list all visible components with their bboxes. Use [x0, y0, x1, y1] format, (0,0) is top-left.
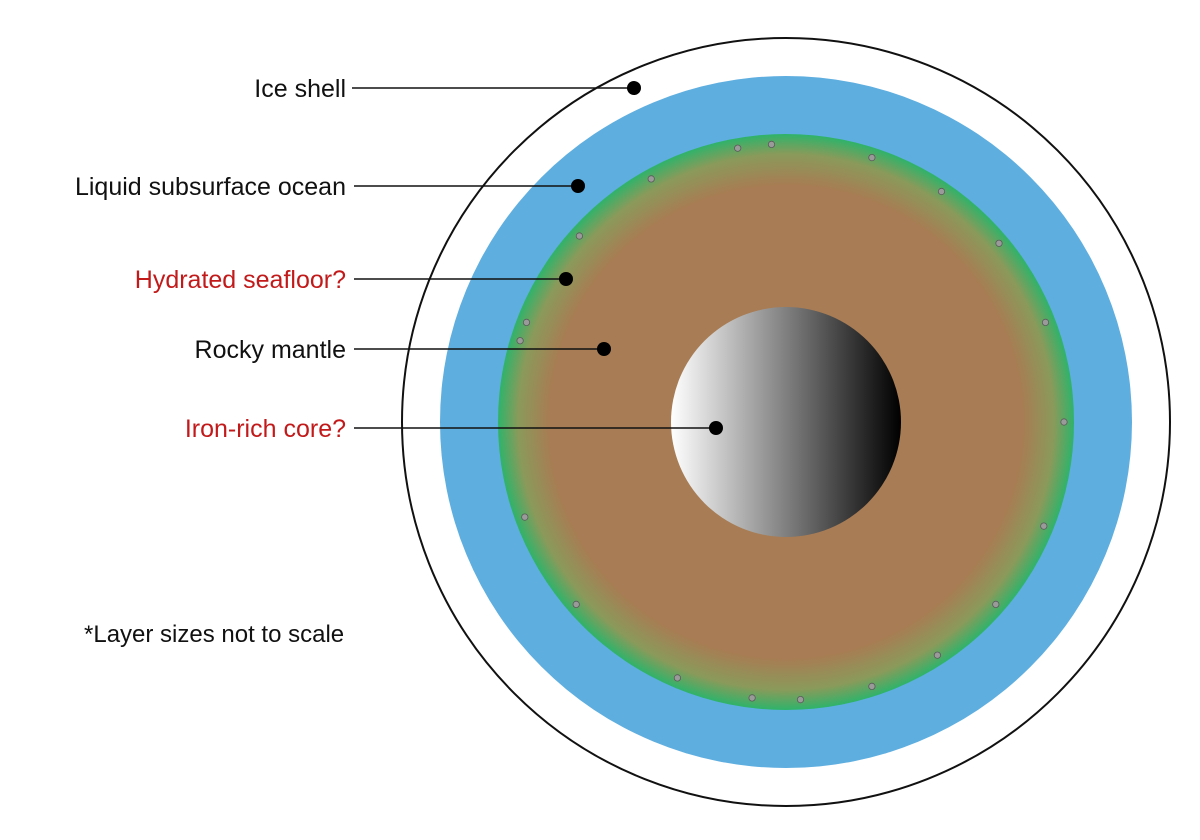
seafloor-pebble: [1040, 522, 1048, 530]
seafloor-pebble: [995, 239, 1003, 247]
seafloor-pebble: [522, 318, 531, 326]
label-ice-shell: Ice shell: [254, 75, 346, 103]
seafloor-pebble: [796, 695, 805, 704]
seafloor-pebble: [1060, 418, 1068, 426]
seafloor-pebble: [1041, 318, 1050, 326]
seafloor-pebble: [521, 513, 529, 521]
leader-dot-rocky-mantle: [597, 342, 611, 356]
seafloor-pebble: [748, 694, 756, 702]
label-rocky-mantle: Rocky mantle: [195, 336, 346, 364]
seafloor-pebbles: [516, 140, 1068, 704]
leader-dot-hydrated-seafloor: [559, 272, 573, 286]
label-liquid-ocean: Liquid subsurface ocean: [75, 173, 346, 201]
seafloor-pebble: [937, 187, 946, 196]
label-hydrated-seafloor: Hydrated seafloor?: [135, 266, 346, 294]
seafloor-pebble: [673, 674, 682, 682]
core-layer: [671, 307, 901, 537]
seafloor-pebble: [933, 651, 942, 659]
seafloor-pebble: [647, 175, 655, 183]
seafloor-pebble: [767, 140, 776, 148]
leader-dot-iron-core: [709, 421, 723, 435]
seafloor-pebble: [575, 232, 584, 240]
seafloor-pebble: [734, 144, 742, 152]
seafloor-pebble: [868, 154, 876, 162]
seafloor-pebble: [572, 600, 580, 609]
leader-dot-ice-shell: [627, 81, 641, 95]
seafloor-pebble: [868, 682, 876, 691]
label-iron-core: Iron-rich core?: [185, 415, 346, 443]
leader-lines: [352, 87, 716, 429]
seafloor-pebble: [992, 600, 1000, 609]
leader-dot-liquid-ocean: [571, 179, 585, 193]
leader-dots: [559, 81, 723, 435]
seafloor-pebble: [516, 337, 524, 345]
scale-note: *Layer sizes not to scale: [84, 621, 344, 648]
